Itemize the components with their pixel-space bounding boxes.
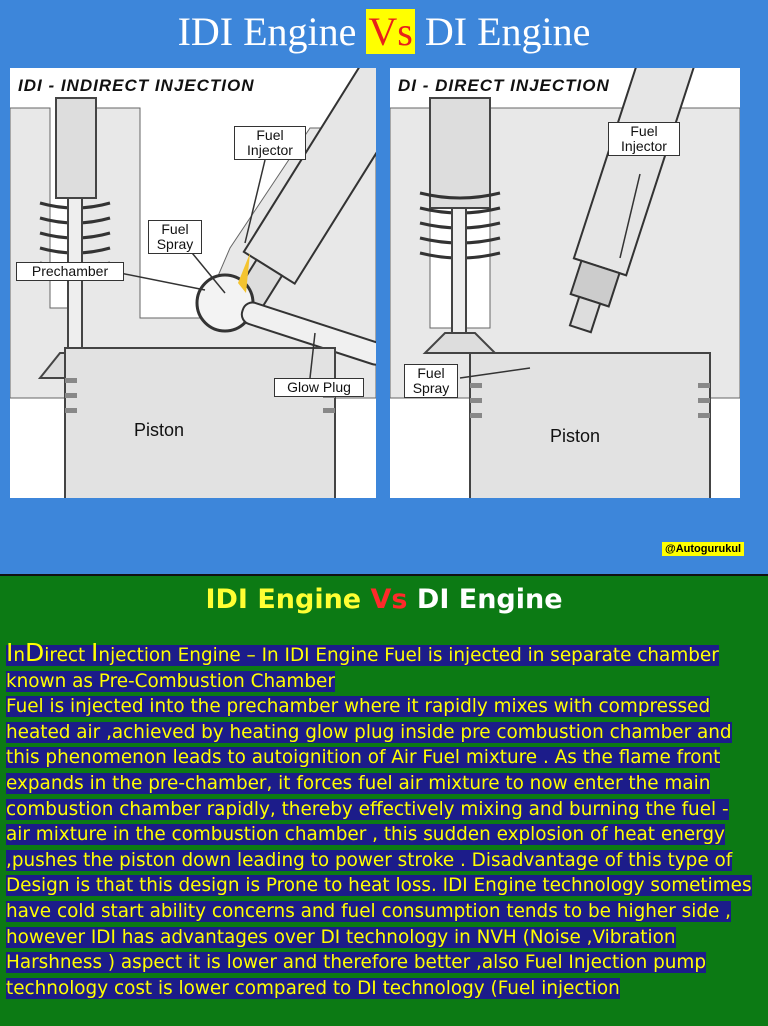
di-fuel-injector-label: Fuel Injector: [608, 122, 680, 156]
idi-panel-heading: IDI - INDIRECT INJECTION: [18, 76, 255, 95]
idi-engine-illustration: [10, 68, 376, 498]
di-engine-illustration: [390, 68, 740, 498]
vs-highlight: Vs: [366, 9, 415, 54]
section-title: IDI Engine Vs DI Engine: [205, 584, 563, 615]
fuel-spray-label: Fuel Spray: [148, 220, 202, 254]
piston-label: Piston: [134, 420, 185, 440]
slide-text: IDI Engine Vs DI Engine InDirect Injecti…: [0, 574, 768, 1026]
slide-title: IDI Engine Vs DI Engine: [177, 9, 591, 54]
idi-diagram-panel: IDI - INDIRECT INJECTION: [10, 68, 376, 498]
di-diagram-panel: DI - DIRECT INJECTION: [390, 68, 740, 498]
body-paragraph: InDirect Injection Engine – In IDI Engin…: [6, 638, 752, 999]
paragraph-text: Fuel is injected into the prechamber whe…: [6, 696, 752, 999]
di-piston-label: Piston: [550, 426, 601, 446]
di-panel-heading: DI - DIRECT INJECTION: [398, 76, 610, 95]
di-fuel-spray-label: Fuel Spray: [404, 364, 458, 398]
prechamber-label: Prechamber: [16, 262, 124, 281]
fuel-injector-label: Fuel Injector: [234, 126, 306, 160]
credit-badge: @Autogurukul: [662, 542, 745, 556]
slide-diagram: IDI Engine Vs DI Engine IDI - INDIRECT I…: [10, 9, 745, 556]
glow-plug-label: Glow Plug: [274, 378, 364, 397]
